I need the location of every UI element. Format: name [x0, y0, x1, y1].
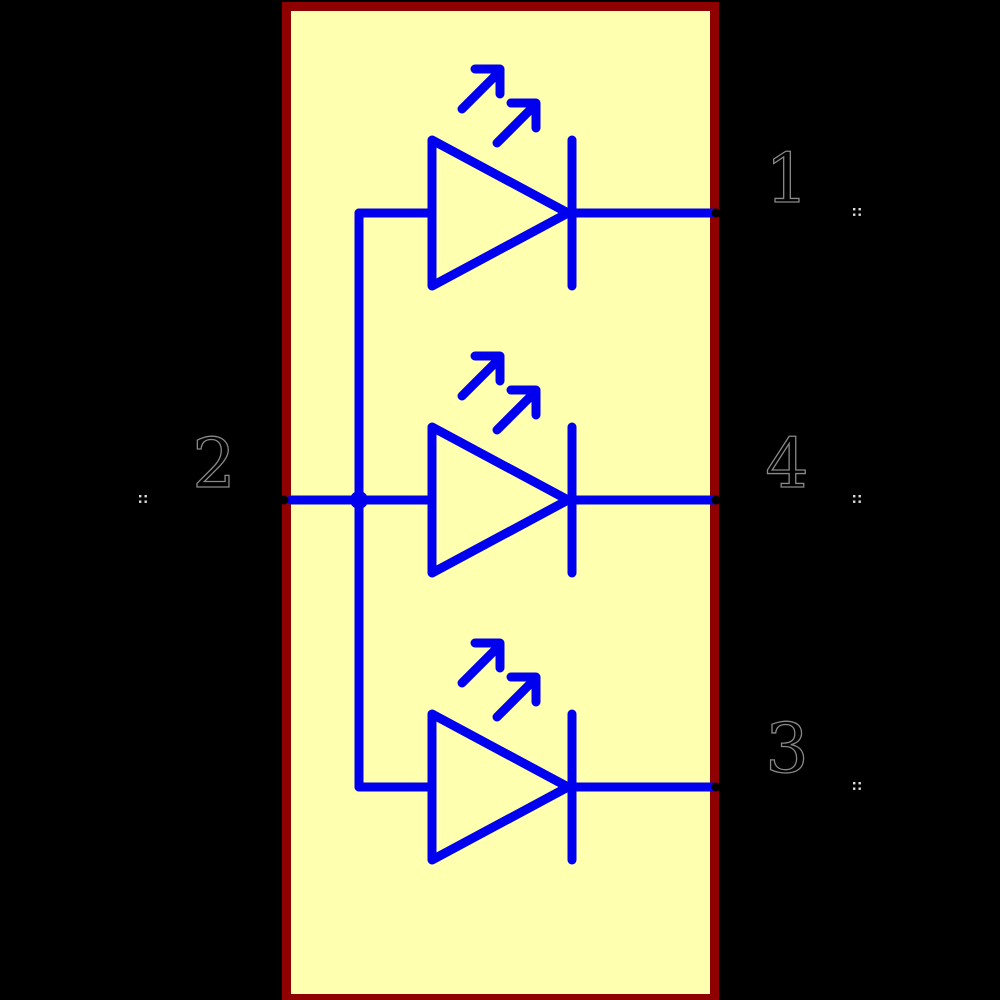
- hidden-attribute-mark-pin4: [853, 495, 861, 503]
- pin3-endpoint-dot[interactable]: [711, 782, 721, 792]
- junction-dot: [350, 491, 368, 509]
- pin4-label: 4: [765, 425, 808, 504]
- pin1-endpoint-dot[interactable]: [711, 208, 721, 218]
- hidden-attribute-mark-pin3: [853, 782, 861, 790]
- pin1-label: 1: [765, 140, 808, 219]
- pin3-label: 3: [765, 710, 808, 789]
- pin2-endpoint-dot[interactable]: [279, 495, 289, 505]
- hidden-attribute-mark-pin2: [139, 495, 147, 503]
- pin2-label: 2: [192, 425, 235, 504]
- hidden-attribute-mark-pin1: [853, 208, 861, 216]
- pin4-endpoint-dot[interactable]: [711, 495, 721, 505]
